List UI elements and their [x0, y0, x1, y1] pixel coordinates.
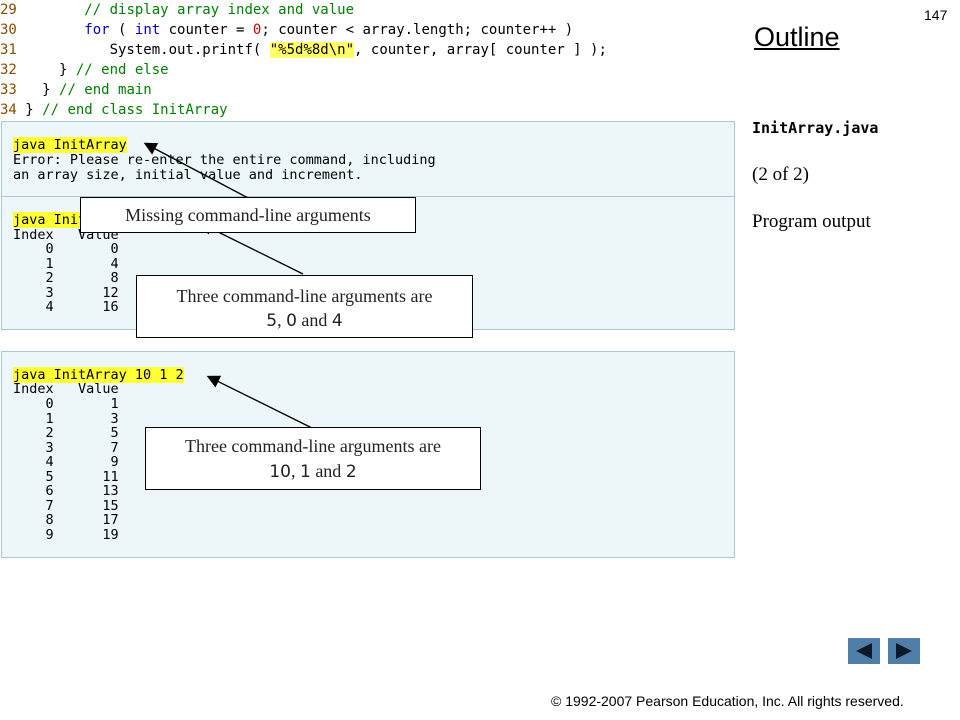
output-table-row: 4 16: [13, 299, 119, 315]
output-table-header: Index Value: [13, 381, 119, 397]
output-table-row: 6 13: [13, 483, 119, 499]
output-table-row: 0 0: [13, 241, 119, 257]
output-command: java InitArray: [13, 137, 127, 153]
code-token: // display array index and value: [84, 2, 355, 18]
output-table-row: 2 5: [13, 425, 119, 441]
code-token: // end class InitArray: [42, 102, 228, 118]
program-output-1: java InitArray Error: Please re-enter th…: [1, 121, 735, 197]
output-command: java InitArray 10 1 2: [13, 367, 184, 383]
next-slide-button[interactable]: [888, 638, 920, 664]
section-label: Program output: [752, 211, 871, 232]
code-token: int: [134, 22, 161, 38]
callout-missing-arguments: Missing command-line arguments: [80, 197, 416, 233]
code-line: 30 for ( int counter = 0; counter < arra…: [0, 20, 573, 40]
output-table-row: 7 15: [13, 497, 119, 514]
code-line: 32 } // end else: [0, 60, 169, 80]
line-number: 32: [0, 62, 17, 78]
line-number: 33: [0, 82, 17, 98]
output-table-row: 3 12: [13, 284, 119, 301]
line-number: 30: [0, 22, 17, 38]
output-table-row: 2 8: [13, 270, 119, 286]
code-token: for: [84, 22, 110, 38]
line-number: 34: [0, 102, 17, 118]
output-table-row: 8 17: [13, 512, 119, 528]
code-token: counter =: [160, 22, 253, 38]
code-token: (: [109, 22, 135, 38]
callout-three-arguments-10-1-2: Three command-line arguments are 10, 1 a…: [145, 427, 481, 490]
page-number: 147: [924, 7, 948, 23]
triangle-left-icon: [856, 643, 872, 659]
output-line: Error: Please re-enter the entire comman…: [13, 152, 436, 168]
code-token: , counter, array[ counter ] );: [354, 42, 607, 58]
output-table-row: 5 11: [13, 468, 119, 485]
code-line: 34 } // end class InitArray: [0, 100, 228, 120]
output-table-row: 4 9: [13, 454, 119, 470]
line-number: 31: [0, 42, 17, 58]
output-table-row: 9 19: [13, 526, 119, 543]
code-token: }: [59, 62, 76, 78]
line-number: 29: [0, 2, 17, 18]
code-token: }: [25, 102, 43, 118]
code-token: System.out.printf(: [109, 42, 270, 58]
file-name: InitArray.java: [752, 119, 879, 137]
output-line: an array size, initial value and increme…: [13, 167, 363, 183]
triangle-right-icon: [896, 643, 912, 659]
code-line: 29 // display array index and value: [0, 0, 354, 20]
arrow-missing: [143, 142, 251, 200]
code-token: // end main: [59, 82, 152, 98]
outline-title[interactable]: Outline: [754, 22, 840, 52]
callout-three-arguments-5-0-4: Three command-line arguments are 5, 0 an…: [136, 275, 473, 338]
output-table-row: 1 4: [13, 255, 119, 272]
arrow-three-b: [206, 375, 313, 429]
copyright-notice: © 1992-2007 Pearson Education, Inc. All …: [551, 693, 904, 709]
code-token: // end else: [75, 62, 169, 78]
output-table-row: 0 1: [13, 396, 119, 412]
code-token: ; counter < array.length; counter++ ): [261, 22, 574, 38]
code-line: 33 } // end main: [0, 80, 152, 100]
code-token: }: [42, 82, 60, 98]
code-line: 31 System.out.printf( "%5d%8d\n", counte…: [0, 40, 607, 60]
code-token: 0: [252, 22, 262, 38]
code-token: "%5d%8d\n": [269, 42, 355, 58]
output-table-row: 1 3: [13, 410, 119, 427]
part-label: (2 of 2): [752, 164, 809, 185]
output-table-row: 3 7: [13, 439, 119, 456]
previous-slide-button[interactable]: [848, 638, 880, 664]
